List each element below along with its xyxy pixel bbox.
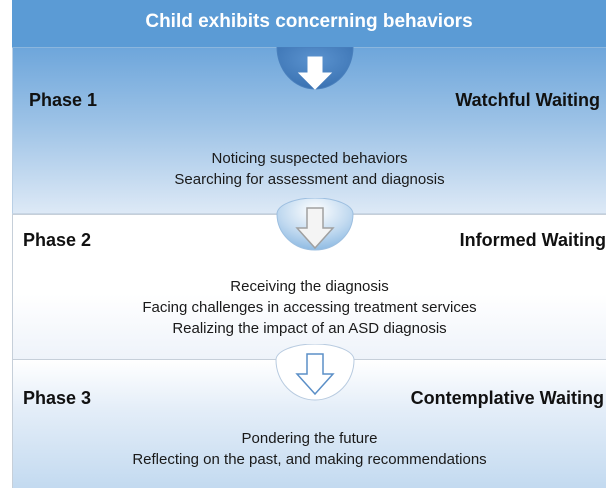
phase-3-panel: Phase 3 Contemplative Waiting Pondering … bbox=[12, 360, 606, 488]
phase-2-line-3: Realizing the impact of an ASD diagnosis bbox=[172, 320, 447, 337]
phase-2-description: Receiving the diagnosis Facing challenge… bbox=[13, 276, 606, 339]
phase-1-description: Noticing suspected behaviors Searching f… bbox=[13, 148, 606, 190]
phase-3-arrow-down-icon bbox=[275, 344, 355, 401]
header-title: Child exhibits concerning behaviors bbox=[145, 11, 473, 32]
phase-1-line-1: Noticing suspected behaviors bbox=[211, 150, 408, 167]
phase-2-title: Informed Waiting bbox=[459, 230, 606, 250]
header-banner: Child exhibits concerning behaviors bbox=[12, 0, 606, 48]
phase-2-label: Phase 2 bbox=[23, 230, 92, 250]
phase-3-title: Contemplative Waiting bbox=[410, 388, 604, 408]
phase-2-line-2: Facing challenges in accessing treatment… bbox=[142, 299, 477, 316]
phase-3-line-2: Reflecting on the past, and making recom… bbox=[132, 451, 487, 468]
phase-1-title: Watchful Waiting bbox=[455, 90, 600, 110]
phase-2-arrow-down-icon bbox=[276, 198, 354, 251]
phase-3-description: Pondering the future Reflecting on the p… bbox=[13, 428, 606, 470]
phase-2-line-1: Receiving the diagnosis bbox=[230, 278, 389, 295]
phase-1-arrow-down-icon bbox=[276, 47, 354, 90]
phase-1-label: Phase 1 bbox=[29, 90, 98, 110]
phase-3-line-1: Pondering the future bbox=[241, 430, 378, 447]
phase-1-line-2: Searching for assessment and diagnosis bbox=[174, 171, 445, 188]
phase-3-label: Phase 3 bbox=[23, 388, 92, 408]
